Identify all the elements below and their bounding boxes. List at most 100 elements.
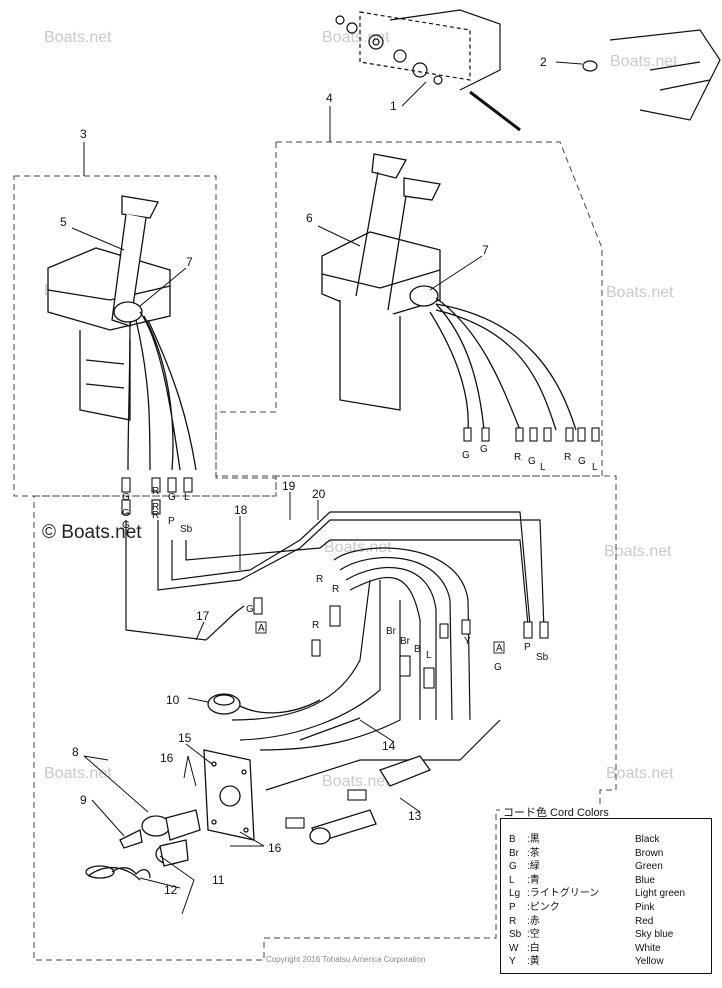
buzzer — [207, 693, 321, 715]
legend-code: Lg — [509, 888, 521, 900]
svg-text:7: 7 — [186, 255, 193, 269]
legend-japanese: :黒 — [527, 834, 540, 845]
svg-text:10: 10 — [166, 693, 180, 707]
svg-text:3: 3 — [80, 127, 87, 141]
legend-english: Blue — [635, 874, 656, 886]
legend-english: Sky blue — [635, 929, 674, 941]
junction-box — [309, 755, 432, 845]
neutral-switch-part — [582, 29, 721, 121]
svg-text:P: P — [168, 516, 175, 527]
watermark: Boats.net — [44, 29, 112, 46]
svg-text:8: 8 — [72, 745, 79, 759]
svg-text:4: 4 — [326, 91, 333, 105]
svg-text:Sb: Sb — [180, 524, 193, 535]
svg-text:16: 16 — [160, 751, 174, 765]
legend-title: コード色 Cord Colors — [500, 804, 612, 820]
legend-code: L — [509, 874, 515, 886]
legend-japanese: :赤 — [527, 915, 540, 927]
svg-text:1: 1 — [390, 99, 397, 113]
svg-text:G: G — [122, 492, 130, 503]
svg-text:12: 12 — [164, 883, 178, 897]
legend-row: Br :茶 Brown — [509, 847, 707, 860]
single-remote-control — [47, 195, 197, 471]
svg-text:R: R — [152, 486, 159, 497]
callout-leaders — [71, 61, 583, 915]
legend-japanese: :青 — [527, 874, 540, 886]
legend-japanese: :白 — [527, 942, 540, 954]
switch-panel — [203, 749, 255, 841]
legend-code: Y — [509, 956, 516, 968]
svg-text:R: R — [332, 584, 339, 595]
watermark: Boats.net — [606, 284, 674, 301]
legend-japanese: :黄 — [527, 956, 540, 968]
legend-english: Red — [635, 915, 654, 927]
dual-remote-control — [321, 153, 577, 431]
svg-text:G: G — [494, 662, 502, 673]
watermark-main: © Boats.net — [42, 522, 142, 543]
watermark: Boats.net — [324, 539, 392, 556]
svg-text:18: 18 — [234, 503, 248, 517]
svg-text:2: 2 — [540, 55, 547, 69]
legend-code: R — [509, 915, 517, 927]
dual-remote-connectors — [463, 427, 600, 442]
legend-japanese: :茶 — [527, 847, 540, 859]
legend-code: G — [509, 861, 517, 873]
svg-text:R: R — [514, 452, 521, 463]
wire-labels-harness: G A R R R Br Br B L Y A G P Sb — [246, 574, 549, 673]
svg-text:L: L — [540, 462, 546, 473]
engine-mount-bracket — [335, 9, 521, 132]
svg-text:7: 7 — [482, 243, 489, 257]
watermark: Boats.net — [610, 53, 678, 70]
svg-text:A: A — [496, 643, 503, 654]
legend-row: B :黒 Black — [509, 833, 707, 846]
svg-text:19: 19 — [282, 479, 296, 493]
watermark: Boats.net — [322, 773, 390, 790]
svg-text:R: R — [316, 574, 323, 585]
svg-text:11: 11 — [212, 873, 225, 887]
watermark: Boats.net — [604, 543, 672, 560]
svg-text:Y: Y — [464, 636, 471, 647]
svg-text:B: B — [414, 644, 421, 655]
watermark: Boats.net — [606, 765, 674, 782]
svg-text:R: R — [312, 620, 319, 631]
svg-text:L: L — [592, 462, 598, 473]
svg-text:P: P — [524, 642, 531, 653]
svg-text:Br: Br — [386, 626, 397, 637]
svg-text:G: G — [246, 604, 254, 615]
legend-row: L :青 Blue — [509, 874, 707, 887]
wire-harness — [125, 511, 545, 791]
svg-text:17: 17 — [196, 609, 210, 623]
legend-english: Brown — [635, 847, 664, 859]
legend-english: Green — [635, 861, 663, 873]
legend-code: W — [509, 942, 519, 954]
wire-labels-dual: G G R G L R G L — [462, 444, 598, 473]
svg-text:6: 6 — [306, 211, 313, 225]
svg-text:G: G — [462, 450, 470, 461]
legend-english: Light green — [635, 888, 686, 900]
svg-text:R: R — [564, 452, 571, 463]
legend-english: Pink — [635, 902, 655, 913]
svg-text:14: 14 — [382, 739, 396, 753]
svg-text:Sb: Sb — [536, 652, 549, 663]
svg-text:20: 20 — [312, 487, 326, 501]
harness-connectors — [121, 477, 549, 829]
main-switch — [119, 809, 201, 849]
svg-text:G: G — [122, 520, 130, 531]
legend-english: Black — [635, 834, 660, 845]
svg-text:G: G — [480, 444, 488, 455]
legend-row: R :赤 Red — [509, 915, 707, 928]
legend-row: Lg :ライトグリーン Light green — [509, 887, 707, 900]
svg-text:16: 16 — [268, 841, 282, 855]
legend-code: Br — [509, 847, 519, 859]
legend-japanese: :ライトグリーン — [527, 888, 600, 900]
watermark: Boats.net — [44, 765, 112, 782]
legend-japanese: :空 — [527, 929, 540, 941]
legend-japanese: :ピンク — [527, 902, 560, 913]
stop-switch — [155, 839, 189, 867]
svg-text:G: G — [122, 508, 130, 519]
legend-code: B — [509, 834, 516, 845]
svg-text:9: 9 — [80, 793, 87, 807]
